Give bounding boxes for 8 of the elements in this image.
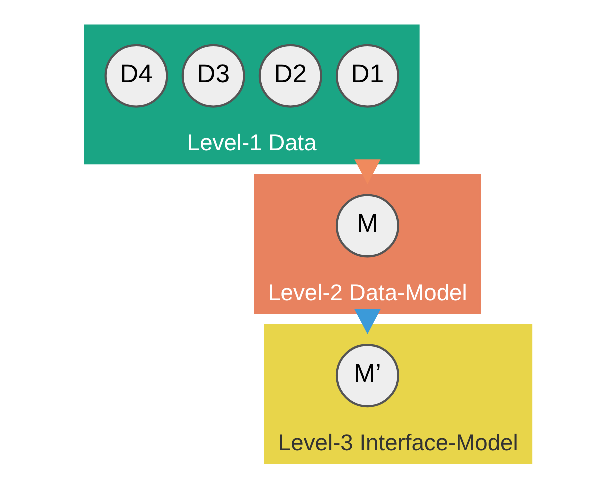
node-circle: M	[335, 194, 399, 258]
node-circle: M’	[335, 344, 399, 408]
node-circle: D1	[335, 44, 399, 108]
node-circle: D2	[258, 44, 322, 108]
node-circle: D3	[181, 44, 245, 108]
node-circle: D4	[104, 44, 168, 108]
arrow	[354, 309, 380, 334]
arrow	[354, 160, 380, 184]
